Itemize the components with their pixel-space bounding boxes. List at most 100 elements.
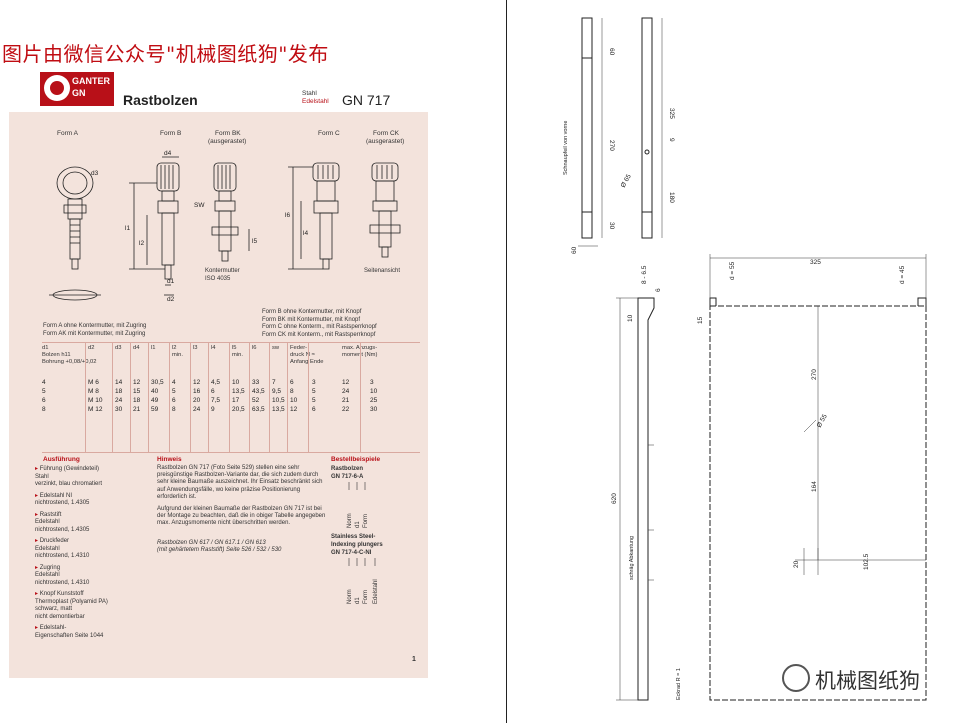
rod-dim-3: 325	[668, 108, 675, 119]
table-header-cell: Feder- druck N ≈ Anfang Ende	[290, 345, 324, 365]
table-header-cell: max. Anzugs- moment (Nm)	[342, 345, 378, 358]
table-cell: 6	[211, 388, 215, 395]
form-bk-label: Form BK	[215, 130, 241, 137]
note-bottom: Eckrad R = 1	[676, 668, 682, 700]
bullet-icon: ▸	[35, 511, 40, 518]
table-cell: 22	[342, 406, 350, 413]
table-column-rule	[360, 343, 361, 452]
table-cell: 9	[211, 406, 215, 413]
ausfuehrung-item-text: Raststift Edelstahl nichtrostend, 1.4305	[35, 511, 90, 533]
catalog-body	[9, 112, 428, 678]
table-cell: 43,5	[252, 388, 265, 395]
table-cell: 8	[42, 406, 46, 413]
ausfuehrung-item: ▸ Druckfeder Edelstahl nichtrostend, 1.4…	[35, 538, 89, 561]
table-column-rule	[229, 343, 230, 452]
table-column-rule	[208, 343, 209, 452]
wechat-logo-icon	[782, 664, 810, 692]
bullet-icon: ▸	[35, 492, 40, 499]
plate-top-width: 325	[810, 259, 821, 266]
table-column-rule	[148, 343, 149, 452]
plate-left-c: 10	[627, 314, 634, 322]
table-cell: 24	[193, 406, 201, 413]
rod-bottom-dim: 60	[571, 246, 578, 254]
note-side: schräg Abkantung	[629, 536, 635, 580]
table-cell: 3	[312, 379, 316, 386]
form-ck-label: Form CK	[373, 130, 399, 137]
table-cell: 17	[232, 397, 240, 404]
plate-d-right: d = 45	[899, 265, 906, 284]
dim-d4: d4	[164, 150, 172, 157]
table-cell: 20,5	[232, 406, 245, 413]
table-cell: 12	[290, 406, 298, 413]
table-bottom-rule	[42, 452, 420, 453]
table-cell: 6	[312, 406, 316, 413]
plate-left-d: 15	[697, 316, 704, 324]
dim-l6: l6	[285, 212, 290, 219]
plunger-sketches: d3 d4 SW l1 l2 d1 d2 l5 l6 l4	[49, 150, 401, 303]
table-column-rule	[269, 343, 270, 452]
table-cell: M 10	[88, 397, 103, 404]
ausfuehrung-item: ▸ Edelstahl NI nichtrostend, 1.4305	[35, 493, 89, 508]
hinweis-p2: Aufgrund der kleinen Baumaße der Rastbol…	[157, 506, 326, 527]
table-header-cell: d3	[115, 345, 122, 351]
dim-sw: SW	[194, 202, 205, 209]
table-cell: 30	[115, 406, 123, 413]
ausfuehrung-item-text: Zugring Edelstahl nichtrostend, 1.4310	[35, 564, 90, 586]
table-cell: M 6	[88, 379, 99, 386]
bestell-ex2-form: Form	[363, 590, 369, 604]
watermark-text: 图片由微信公众号"机械图纸狗"发布	[2, 42, 329, 66]
table-cell: 13,5	[232, 388, 245, 395]
dim-l1: l1	[125, 225, 130, 232]
form-c-label: Form C	[318, 130, 340, 137]
hinweis-body: Rastbolzen GN 717 (Foto Seite 529) stell…	[157, 465, 327, 554]
table-cell: 20	[193, 397, 201, 404]
form-ck-knob	[371, 162, 399, 182]
cad-drawing: 60 270 30 325 9 Ø 65 180 Schnaupfeil von…	[563, 17, 927, 701]
material-label: Stahl Edelstahl	[302, 90, 329, 106]
bestell-ex1-d1: d1	[355, 521, 361, 528]
table-cell: 24	[115, 397, 123, 404]
table-cell: 4	[42, 379, 46, 386]
bestell-ex2-norm: Norm	[347, 589, 353, 604]
ausfuehrung-item: ▸ Zugring Edelstahl nichtrostend, 1.4310	[35, 565, 89, 588]
ausfuehrung-item-text: Edelstahl NI nichtrostend, 1.4305	[35, 492, 90, 507]
table-cell: 7,5	[211, 397, 221, 404]
logo-line1: GANTER	[72, 76, 110, 86]
table-column-rule	[249, 343, 250, 452]
table-cell: M 12	[88, 406, 103, 413]
table-cell: 40	[151, 388, 159, 395]
bullet-icon: ▸	[35, 564, 40, 571]
table-cell: 10,5	[272, 397, 285, 404]
ausfuehrung-item-text: Führung (Gewindeteil) Stahl verzinkt, bl…	[35, 466, 103, 487]
hinweis-p3: Rastbolzen GN 617 / GN 617.1 / GN 613 (m…	[157, 539, 282, 553]
table-cell: 21	[342, 397, 350, 404]
material-steel: Stahl	[302, 90, 317, 97]
table-cell: 5	[172, 388, 176, 395]
plate-height: 620	[611, 493, 618, 504]
plate-d-left: d = 55	[729, 261, 736, 280]
plate-inner-270: 270	[811, 369, 818, 380]
note-kontermutter: Kontermutter ISO 4035	[205, 268, 240, 282]
bestell-ex1-title: Rastbolzen	[331, 466, 364, 472]
table-column-rule	[85, 343, 86, 452]
table-cell: 4	[172, 379, 176, 386]
table-cell: 52	[252, 397, 260, 404]
table-cell: 12	[342, 379, 350, 386]
form-bk-sub: (ausgerastet)	[208, 138, 247, 145]
table-cell: 8	[290, 388, 294, 395]
table-cell: M 8	[88, 388, 99, 395]
ausfuehrung-item: ▸ Führung (Gewindeteil) Stahl verzinkt, …	[35, 466, 102, 489]
table-cell: 30	[370, 406, 378, 413]
plate-side-view	[637, 297, 655, 701]
table-cell: 16	[193, 388, 201, 395]
form-ck-sub: (ausgerastet)	[366, 138, 405, 145]
dim-d1: d1	[167, 278, 175, 285]
form-desc-left: Form A ohne Kontermutter, mit Zugring Fo…	[43, 323, 147, 337]
bestell-ex1-code: GN 717-6-A	[331, 474, 364, 480]
watermark-bottom: 机械图纸狗	[815, 669, 920, 693]
plate-hole: Ø 55	[816, 413, 829, 429]
ausfuehrung-item: ▸ Raststift Edelstahl nichtrostend, 1.43…	[35, 512, 89, 535]
table-cell: 5	[42, 388, 46, 395]
table-cell: 8	[172, 406, 176, 413]
